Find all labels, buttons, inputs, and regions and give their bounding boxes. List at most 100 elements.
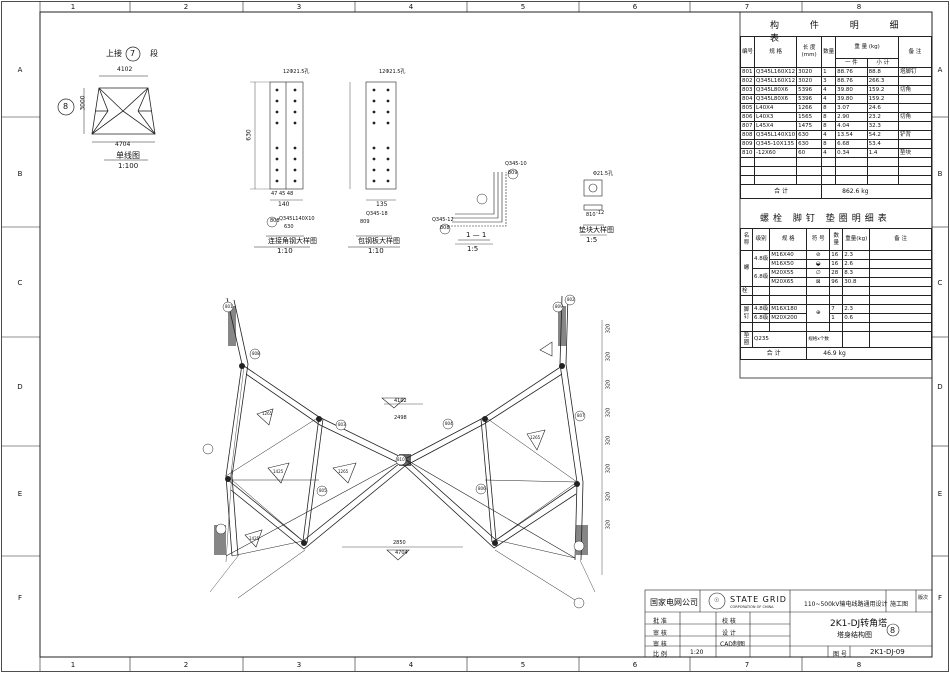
cell: 53.4 [866, 139, 900, 149]
bolt-symbol-icon: ◒ [806, 259, 831, 269]
cell: 39.80 [835, 85, 868, 95]
bolts-header-weight: 重量(kg) [842, 228, 871, 251]
tb-review: 审 核 [653, 641, 667, 648]
cell [898, 94, 932, 104]
detail1-spec: Q345L140X10 [279, 216, 315, 222]
bolts-name-bolt: 螺 [740, 250, 753, 287]
main-dim-4704: 4704 [395, 550, 408, 556]
detail2-spec: Q345-18 [366, 211, 388, 217]
grid-col-2: 2 [183, 3, 189, 11]
detail1-title: 连接角钢大样图 [268, 237, 317, 245]
tower-structure [209, 295, 603, 601]
cell: 切角 [898, 85, 932, 95]
cell: L40X4 [753, 103, 798, 113]
members-header-weight: 重 量 (kg) [835, 36, 899, 59]
cell: 159.2 [866, 94, 900, 104]
tb-stage: 施工图 [890, 601, 909, 608]
grid-col-3-bottom: 3 [296, 661, 302, 669]
cell: 4 [821, 94, 837, 104]
cell: Q345L160X12 [753, 67, 798, 77]
main-mark-805: 805 [319, 488, 327, 493]
detail1-scale: 1:10 [277, 247, 293, 255]
detail1-holes-label: 12Φ21.5孔 [283, 69, 310, 75]
tri-label-3: 1265 [338, 469, 349, 474]
cell: 塔脚钉 [898, 67, 932, 77]
cell: 88.76 [835, 67, 868, 77]
grid-row-a-right: A [937, 66, 943, 74]
cell: 809 [740, 139, 755, 149]
members-header-length: 长 度(mm) [796, 36, 823, 68]
cell [898, 103, 932, 113]
section-mark-a: 808 [440, 225, 450, 231]
tb-drawing-title1: 2K1-DJ转角塔 [830, 619, 888, 629]
bolts-table-title: 螺栓 脚钉 垫圈明细表 [760, 214, 891, 224]
side-dim-3: 320 [605, 379, 612, 390]
detail2-title: 包钢板大样图 [358, 237, 400, 245]
members-subheader-each: 一 件 [835, 58, 868, 68]
cell: 5396 [796, 94, 823, 104]
cell: 3020 [796, 76, 823, 86]
grid-col-2-bottom: 2 [183, 661, 189, 669]
washer-row-grade: Q235 [751, 331, 808, 348]
members-total-label: 合 计 [739, 184, 823, 199]
cell: 6.68 [835, 139, 868, 149]
tri-label-1: 1265 [262, 411, 273, 416]
grid-row-c-right: C [937, 279, 943, 287]
cell: Q345L80X6 [753, 85, 798, 95]
single-line-heading-num: 7 [130, 49, 136, 58]
detail2-holes-label: 12Φ21.5孔 [379, 69, 406, 75]
cell: 3020 [796, 67, 823, 77]
grid-col-8: 8 [856, 3, 862, 11]
main-mark-810: 810 [397, 457, 405, 462]
cell: 垫块 [898, 148, 932, 158]
cell: 266.3 [866, 76, 900, 86]
main-mark-804: 804 [445, 421, 453, 426]
grid-col-8-bottom: 8 [856, 661, 862, 669]
grid-col-3: 3 [296, 3, 302, 11]
grid-col-1: 1 [70, 3, 76, 11]
tb-approve: 批 准 [653, 618, 667, 625]
grid-col-6-bottom: 6 [632, 661, 638, 669]
section-spec-b: Q345-12 [432, 217, 454, 223]
section-mark-b: 809 [508, 170, 518, 176]
cell: 159.2 [866, 85, 900, 95]
cell: 6.8级 [751, 313, 771, 323]
detail1-mark: 808 [270, 218, 280, 224]
cell: 1.4 [866, 148, 900, 158]
main-mark-808: 808 [252, 351, 260, 356]
cell: 3.07 [835, 103, 868, 113]
cell: 4 [821, 130, 837, 140]
cell: 630 [796, 139, 823, 149]
side-dim-8: 320 [605, 519, 612, 530]
cell: L40X3 [753, 112, 798, 122]
cell: 8 [821, 112, 837, 122]
title-block-frame [644, 589, 933, 658]
cell: 28 [829, 268, 844, 278]
detail1-holes [275, 88, 297, 183]
washer-title: 垫块大样图 [579, 226, 614, 234]
grid-row-f-right: F [937, 594, 943, 602]
cell: 30.8 [842, 277, 871, 287]
members-header-note: 备 注 [898, 36, 932, 68]
tb-company: 国家电网公司 [650, 598, 698, 607]
washer-row-note: 规格x个数 [806, 331, 844, 348]
bolts-grade-48: 4.8级 [751, 250, 771, 269]
main-mark-806: 806 [478, 486, 486, 491]
tri-label-4: 1425 [249, 536, 260, 541]
cell: 3 [821, 76, 837, 86]
bolts-total: 46.9 kg [806, 347, 932, 360]
cell: Q345L140X10 [753, 130, 798, 140]
cell: 805 [740, 103, 755, 113]
cell: 803 [740, 85, 755, 95]
